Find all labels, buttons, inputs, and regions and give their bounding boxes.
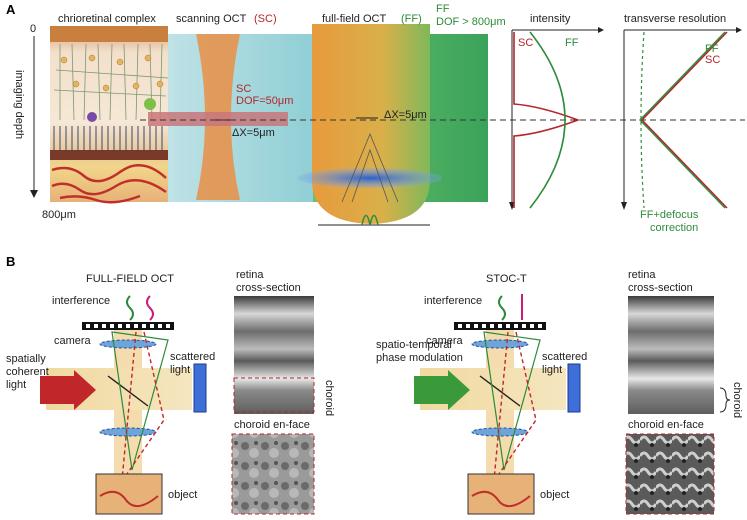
right-camera-label: camera bbox=[426, 335, 464, 347]
right-reference-mirror bbox=[567, 363, 581, 413]
resolution-axis-arrow bbox=[736, 27, 742, 33]
resolution-defocus-curve bbox=[640, 31, 645, 209]
retina-illustration bbox=[50, 26, 169, 204]
intensity-title: intensity bbox=[530, 13, 571, 25]
left-green-ray bbox=[111, 331, 169, 471]
ff-signal-peak bbox=[361, 214, 379, 226]
intensity-ff-label: FF bbox=[565, 37, 579, 49]
right-scatter-ray bbox=[487, 331, 537, 491]
left-cross-title-1: retina bbox=[236, 269, 264, 281]
left-beamsplitter bbox=[107, 375, 149, 407]
right-lens-bottom bbox=[471, 427, 529, 437]
right-interference-wave-green bbox=[498, 295, 506, 321]
left-interference-label: interference bbox=[52, 295, 110, 307]
resolution-title: transverse resolution bbox=[624, 13, 726, 25]
resolution-depth-arrow bbox=[621, 202, 627, 210]
left-object bbox=[95, 473, 163, 515]
left-setup: FULL-FIELD OCT interference camera scatt… bbox=[6, 273, 215, 515]
right-setup: STOC-T interference camera scattered lig… bbox=[376, 273, 587, 515]
sc-title: scanning OCT bbox=[176, 13, 247, 25]
left-source-label-3: light bbox=[6, 379, 26, 391]
depth-axis-arrow bbox=[30, 190, 38, 198]
panel-b-label: B bbox=[6, 254, 15, 269]
sc-dof-label-1: SC bbox=[236, 83, 251, 95]
right-object-label: object bbox=[540, 489, 569, 501]
right-cross-section-image bbox=[628, 296, 714, 414]
intensity-sc-label: SC bbox=[518, 37, 533, 49]
right-source-arrow bbox=[414, 370, 470, 410]
intensity-sc-curve bbox=[513, 32, 581, 208]
ff-dof-label-1: FF bbox=[436, 3, 450, 15]
ff-beam bbox=[312, 24, 430, 224]
left-scatter-ray bbox=[115, 331, 165, 491]
left-interference-wave-green bbox=[126, 295, 134, 321]
ff-title: full-field OCT bbox=[322, 13, 386, 25]
left-source-label-1: spatially bbox=[6, 353, 46, 365]
right-source-label-1: spatio-temporal bbox=[376, 339, 452, 351]
retina-title: chrioretinal complex bbox=[58, 13, 156, 25]
left-scattered-label-2: light bbox=[170, 364, 190, 376]
right-choroid-brace bbox=[719, 387, 731, 413]
defocus-label-1: FF+defocus bbox=[640, 209, 699, 221]
resolution-sc-label: SC bbox=[705, 54, 720, 66]
left-scattered-label-1: scattered bbox=[170, 351, 215, 363]
left-reference-mirror bbox=[193, 363, 207, 413]
ff-title-abbr: (FF) bbox=[401, 13, 422, 25]
right-choroid-label: choroid bbox=[731, 382, 743, 418]
left-object-vessels bbox=[99, 490, 159, 507]
right-scattered-label-2: light bbox=[542, 364, 562, 376]
right-scattered-label-1: scattered bbox=[542, 351, 587, 363]
sc-dx-label: ΔX=5μm bbox=[232, 127, 275, 139]
left-lens-bottom bbox=[99, 427, 157, 437]
right-cross-title-1: retina bbox=[628, 269, 656, 281]
panel-a-label: A bbox=[6, 2, 16, 17]
left-cross-section-image bbox=[234, 296, 314, 414]
depth-bottom-label: 800μm bbox=[42, 209, 76, 221]
left-title: FULL-FIELD OCT bbox=[86, 273, 174, 285]
left-enface-image bbox=[231, 433, 315, 515]
left-source-arrow bbox=[40, 370, 96, 410]
right-green-ray bbox=[483, 331, 541, 471]
sc-title-abbr: (SC) bbox=[254, 13, 277, 25]
left-choroid-box bbox=[233, 377, 315, 413]
ff-focal-disk bbox=[298, 168, 442, 188]
resolution-sc-curve bbox=[640, 31, 728, 209]
sc-dof-bar bbox=[148, 112, 288, 126]
ff-dx-label: ΔX=5μm bbox=[384, 109, 427, 121]
depth-axis-label: imaging depth bbox=[13, 70, 25, 139]
resolution-ff-label: FF bbox=[705, 43, 719, 55]
left-camera-label: camera bbox=[54, 335, 92, 347]
right-enface-image bbox=[625, 433, 715, 515]
right-title: STOC-T bbox=[486, 273, 527, 285]
intensity-ff-curve bbox=[529, 31, 566, 209]
left-source-label-2: coherent bbox=[6, 366, 49, 378]
defocus-label-2: correction bbox=[650, 222, 698, 234]
right-enface-title: choroid en-face bbox=[628, 419, 704, 431]
left-object-label: object bbox=[168, 489, 197, 501]
left-interference-wave-magenta bbox=[146, 295, 154, 321]
resolution-ff-curve bbox=[639, 31, 726, 209]
left-cross-title-2: cross-section bbox=[236, 282, 301, 294]
right-cross-title-2: cross-section bbox=[628, 282, 693, 294]
right-interference-label: interference bbox=[424, 295, 482, 307]
ff-dof-label-2: DOF > 800μm bbox=[436, 16, 506, 28]
left-choroid-label: choroid bbox=[323, 380, 335, 416]
right-beamsplitter bbox=[479, 375, 521, 407]
right-object-vessels bbox=[471, 490, 531, 507]
ff-cone-lines bbox=[341, 132, 399, 203]
depth-top-label: 0 bbox=[30, 23, 36, 35]
right-source-label-2: phase modulation bbox=[376, 352, 463, 364]
left-enface-title: choroid en-face bbox=[234, 419, 310, 431]
intensity-axis-arrow bbox=[598, 27, 604, 33]
sc-dof-label-2: DOF=50μm bbox=[236, 95, 293, 107]
right-object bbox=[467, 473, 535, 515]
